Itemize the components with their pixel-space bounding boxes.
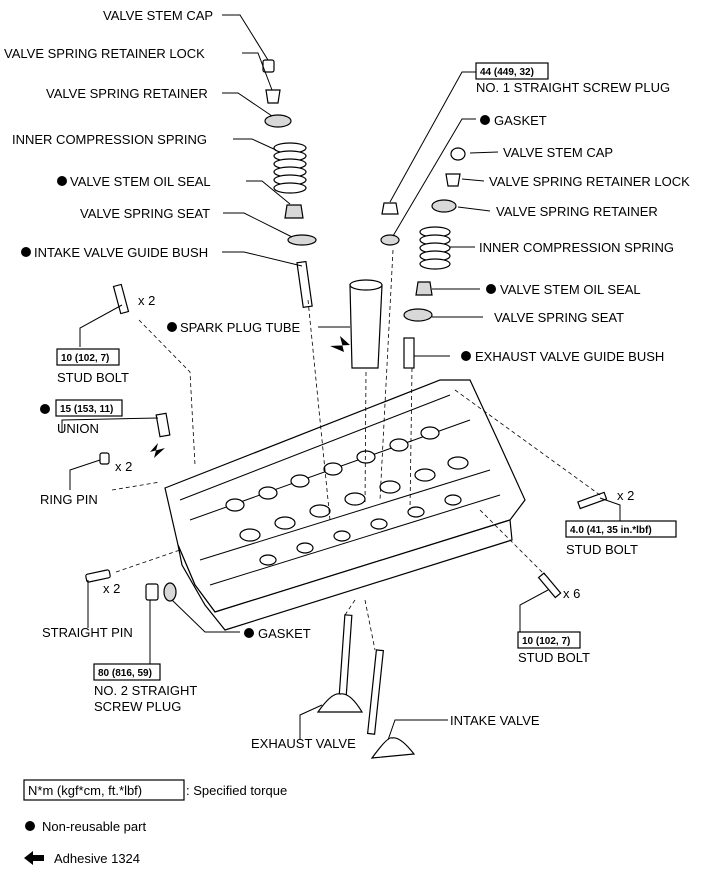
quantities: x 2 x 2 x 2 x 2 x 6 [103,293,634,601]
torque-union: 15 (153, 11) [60,404,113,415]
bullet-oil-seal-left [57,176,67,186]
bullet-gasket-bottom [244,628,254,638]
label-stud-bolt-tl: STUD BOLT [57,370,129,385]
intake-guide-bush [296,260,313,309]
no1-screw-plug [381,202,399,215]
label-oil-seal-left: VALVE STEM OIL SEAL [70,174,211,189]
qty-stud-tl: x 2 [138,293,155,308]
qty-straight-pin: x 2 [103,581,120,596]
label-exhaust-valve: EXHAUST VALVE [251,736,356,751]
inner-spring-left [273,142,307,194]
stud-bolt-bottom-right [537,572,562,599]
legend-torque-text: : Specified torque [186,783,287,798]
legend-non-reusable: Non-reusable part [42,819,146,834]
legend-adhesive-arrow-icon [24,851,44,865]
torque-stud-tl: 10 (102, 7) [61,353,109,364]
leader-lines [61,14,621,741]
label-intake-bush: INTAKE VALVE GUIDE BUSH [34,245,208,260]
bullet-intake-bush [21,247,31,257]
label-gasket-bottom: GASKET [258,626,311,641]
label-union: UNION [57,421,99,436]
valve-stem-cap-right [450,147,466,161]
spark-plug-tube [330,279,383,369]
torque-plug1: 44 (449, 32) [480,67,534,78]
label-inner-spring-right: INNER COMPRESSION SPRING [479,240,674,255]
cylinder-head [164,379,526,631]
stud-bolt-right [577,491,608,510]
label-retainer-lock-right: VALVE SPRING RETAINER LOCK [489,174,690,189]
non-reusable-bullets [21,115,496,638]
retainer-right [431,199,457,213]
bullet-oil-seal-right [486,284,496,294]
assembly-lines [111,249,601,651]
part-labels: VALVE STEM CAP VALVE SPRING RETAINER LOC… [4,8,690,751]
small-parts [85,283,608,602]
legend-bullet-icon [25,821,35,831]
retainer-left [264,114,292,128]
inner-spring-right [419,226,451,270]
ring-pin-part [99,452,110,465]
label-oil-seal-right: VALVE STEM OIL SEAL [500,282,641,297]
label-retainer-right: VALVE SPRING RETAINER [496,204,658,219]
label-gasket-top: GASKET [494,113,547,128]
retainer-lock-left [265,89,281,104]
label-valve-stem-cap-right: VALVE STEM CAP [503,145,613,160]
bullet-gasket-top [480,115,490,125]
torque-boxes: 44 (449, 32) 10 (102, 7) 15 (153, 11) 4.… [55,62,677,681]
label-retainer-lock-left: VALVE SPRING RETAINER LOCK [4,46,205,61]
left-valve-parts [262,59,317,309]
oil-seal-left [284,204,304,219]
label-intake-valve: INTAKE VALVE [450,713,540,728]
label-exhaust-bush: EXHAUST VALVE GUIDE BUSH [475,349,664,364]
label-plug2-line2: SCREW PLUG [94,699,181,714]
legend-adhesive: Adhesive 1324 [54,851,140,866]
retainer-lock-right [445,173,461,187]
legend: N*m (kgf*cm, ft.*lbf) : Specified torque… [23,779,287,866]
head-bosses [225,426,469,566]
spring-seat-right [403,308,433,322]
label-ring-pin: RING PIN [40,492,98,507]
label-plug1: NO. 1 STRAIGHT SCREW PLUG [476,80,670,95]
label-spark-tube: SPARK PLUG TUBE [180,320,300,335]
label-spring-seat-right: VALVE SPRING SEAT [494,310,624,325]
qty-stud-br: x 6 [563,586,580,601]
oil-seal-right [415,281,433,296]
torque-stud-r: 4.0 (41, 35 in.*lbf) [570,525,652,536]
legend-torque-box [23,779,185,801]
label-straight-pin: STRAIGHT PIN [42,625,133,640]
torque-stud-br: 10 (102, 7) [522,636,570,647]
gasket-bottom-part [163,582,177,602]
union-adhesive-arrow [150,443,165,458]
stud-bolt-top-left [112,283,130,315]
gasket-top [380,234,400,246]
bullet-exhaust-bush [461,351,471,361]
union-part [155,412,171,438]
intake-valve-part [366,649,416,759]
exhaust-guide-bush [403,337,415,369]
spring-seat-left [287,234,317,246]
label-inner-spring-left: INNER COMPRESSION SPRING [12,132,207,147]
legend-torque-units: N*m (kgf*cm, ft.*lbf) [28,783,142,798]
bullet-union [40,404,50,414]
label-plug2-line1: NO. 2 STRAIGHT [94,683,197,698]
torque-plug2: 80 (816, 59) [98,668,152,679]
right-valve-parts [380,147,466,369]
straight-pin-part [85,569,111,583]
exhaust-valve-part [316,614,364,713]
label-stud-bolt-r: STUD BOLT [566,542,638,557]
no2-screw-plug [145,583,159,601]
bullet-spark-tube [167,322,177,332]
label-valve-stem-cap-left: VALVE STEM CAP [103,8,213,23]
qty-ring-pin: x 2 [115,459,132,474]
label-retainer-left: VALVE SPRING RETAINER [46,86,208,101]
label-stud-bolt-br: STUD BOLT [518,650,590,665]
spark-tube-adhesive-arrow [330,336,350,352]
label-spring-seat-left: VALVE SPRING SEAT [80,206,210,221]
qty-stud-r: x 2 [617,488,634,503]
